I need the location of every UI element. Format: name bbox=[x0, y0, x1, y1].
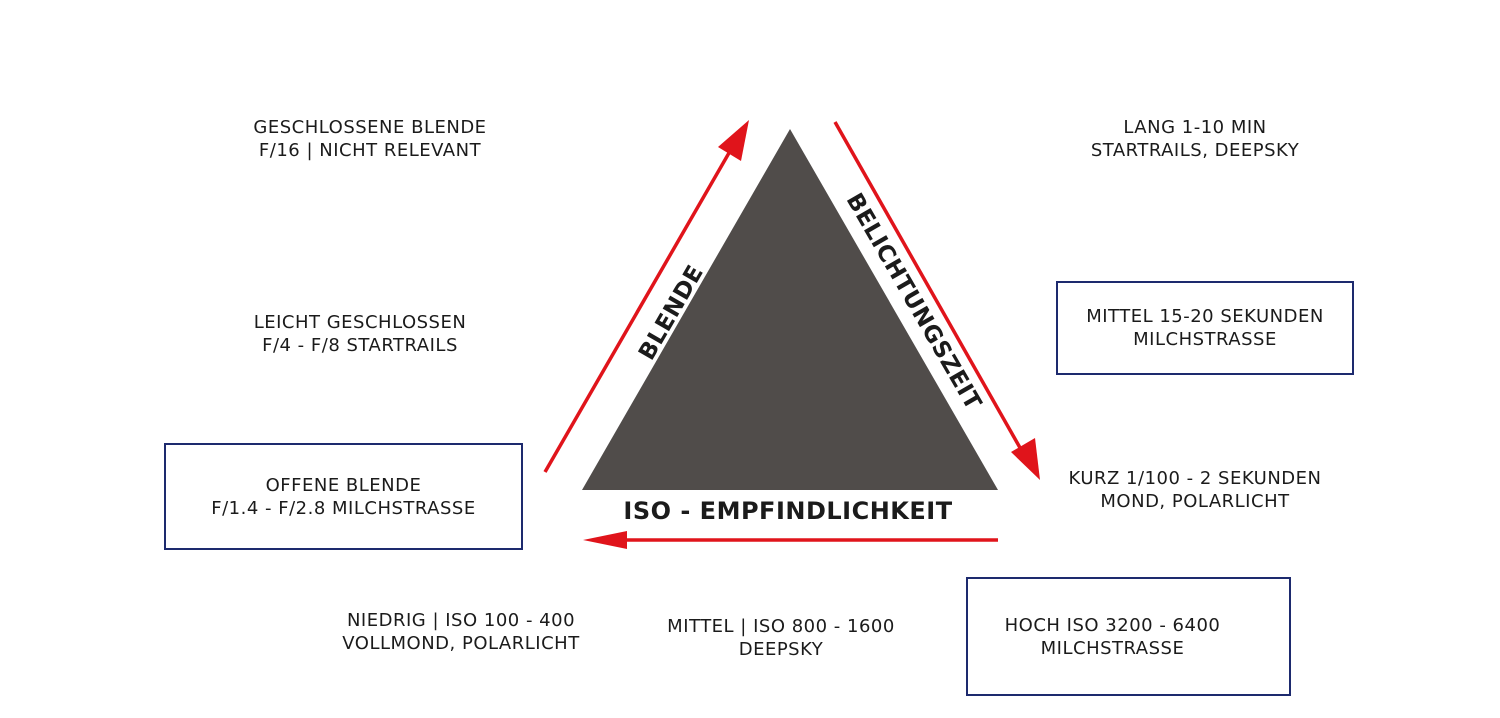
iso-medium-line2: DEEPSKY bbox=[738, 639, 824, 660]
aperture-open-line1: OFFENE BLENDE bbox=[265, 474, 422, 496]
shutter-short-label: KURZ 1/100 - 2 SEKUNDEN MOND, POLARLICHT bbox=[1040, 467, 1350, 513]
aperture-closed-line2: F/16 | NICHT RELEVANT bbox=[258, 140, 482, 161]
aperture-arrow-line bbox=[543, 145, 735, 473]
aperture-open-line2: F/1.4 - F/2.8 MILCHSTRASSE bbox=[211, 497, 476, 519]
aperture-closed-line1: GESCHLOSSENE BLENDE bbox=[253, 117, 487, 138]
shutter-short-line2: MOND, POLARLICHT bbox=[1100, 491, 1290, 512]
shutter-long-label: LANG 1-10 MIN STARTRAILS, DEEPSKY bbox=[1040, 116, 1350, 162]
shutter-long-line2: STARTRAILS, DEEPSKY bbox=[1090, 140, 1300, 161]
iso-medium-label: MITTEL | ISO 800 - 1600 DEEPSKY bbox=[626, 615, 936, 661]
aperture-open-box: OFFENE BLENDE F/1.4 - F/2.8 MILCHSTRASSE bbox=[164, 443, 523, 550]
aperture-slightly-closed-label: LEICHT GESCHLOSSEN F/4 - F/8 STARTRAILS bbox=[205, 311, 515, 357]
iso-side-label: ISO - EMPFINDLICHKEIT bbox=[623, 497, 952, 525]
exposure-triangle bbox=[582, 129, 998, 490]
shutter-long-line1: LANG 1-10 MIN bbox=[1123, 117, 1267, 138]
iso-high-line2: MILCHSTRASSE bbox=[1040, 637, 1185, 659]
iso-high-line1: HOCH ISO 3200 - 6400 bbox=[1004, 614, 1221, 636]
iso-low-line1: NIEDRIG | ISO 100 - 400 bbox=[346, 610, 576, 631]
aperture-arrow-head bbox=[718, 120, 749, 161]
shutter-arrow-head bbox=[1011, 438, 1040, 480]
aperture-closed-label: GESCHLOSSENE BLENDE F/16 | NICHT RELEVAN… bbox=[215, 116, 525, 162]
shutter-medium-line1: MITTEL 15-20 SEKUNDEN bbox=[1086, 306, 1324, 327]
iso-high-box: HOCH ISO 3200 - 6400 MILCHSTRASSE bbox=[966, 577, 1291, 696]
shutter-arrow-line bbox=[833, 121, 1025, 454]
iso-low-line2: VOLLMOND, POLARLICHT bbox=[342, 633, 580, 654]
iso-high-label: HOCH ISO 3200 - 6400 MILCHSTRASSE bbox=[1005, 614, 1221, 660]
aperture-slightly-closed-line1: LEICHT GESCHLOSSEN bbox=[253, 312, 467, 333]
iso-low-label: NIEDRIG | ISO 100 - 400 VOLLMOND, POLARL… bbox=[306, 609, 616, 655]
shutter-medium-line2: MILCHSTRASSE bbox=[1133, 329, 1277, 350]
aperture-open-label: OFFENE BLENDE F/1.4 - F/2.8 MILCHSTRASSE bbox=[211, 474, 475, 520]
shutter-short-line1: KURZ 1/100 - 2 SEKUNDEN bbox=[1068, 468, 1322, 489]
aperture-slightly-closed-line2: F/4 - F/8 STARTRAILS bbox=[262, 335, 458, 356]
shutter-medium-box: MITTEL 15-20 SEKUNDEN MILCHSTRASSE bbox=[1056, 281, 1354, 375]
shutter-medium-label: MITTEL 15-20 SEKUNDEN MILCHSTRASSE bbox=[1086, 305, 1324, 351]
iso-medium-line1: MITTEL | ISO 800 - 1600 bbox=[667, 616, 895, 637]
iso-arrow-head bbox=[583, 531, 627, 549]
